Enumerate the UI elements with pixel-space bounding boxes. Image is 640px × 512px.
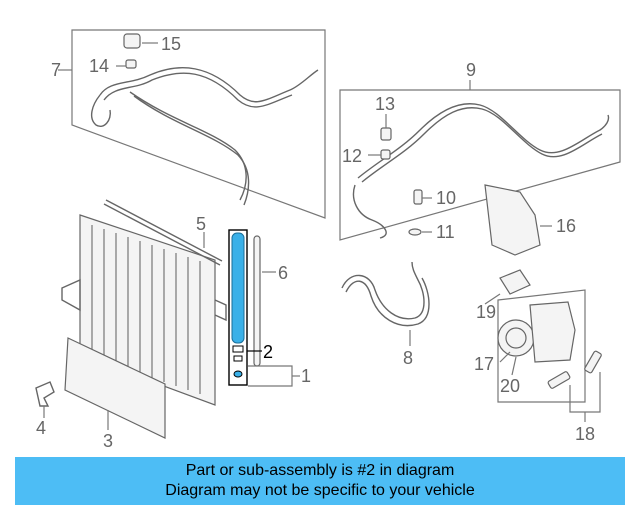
callout-19: 19: [476, 302, 496, 322]
condenser: [61, 214, 227, 406]
shroud-3: [64, 337, 166, 439]
banner-line-2: Diagram may not be specific to your vehi…: [165, 482, 475, 499]
callout-1: 1: [301, 366, 311, 386]
bracket-1: [248, 365, 300, 387]
hose-group-9: [339, 80, 621, 256]
seal-strip-5: [103, 199, 223, 266]
callout-13: 13: [375, 94, 395, 114]
callout-18: 18: [575, 424, 595, 444]
hose-group-7: [58, 29, 326, 219]
callout-4: 4: [36, 418, 46, 438]
info-banner: Part or sub-assembly is #2 in diagram Di…: [15, 457, 625, 505]
callout-3: 3: [103, 431, 113, 451]
callout-6: 6: [278, 263, 288, 283]
callout-11: 11: [436, 222, 455, 242]
callout-7: 7: [51, 60, 61, 80]
callout-12: 12: [342, 146, 362, 166]
callout-9: 9: [466, 60, 476, 80]
callout-15: 15: [161, 34, 181, 54]
hose-8: [341, 261, 430, 346]
callout-14: 14: [89, 56, 109, 76]
callout-5: 5: [196, 214, 206, 234]
receiver-drier-part-2: [228, 229, 262, 386]
callout-10: 10: [436, 188, 456, 208]
banner-line-1: Part or sub-assembly is #2 in diagram: [185, 462, 455, 479]
callout-17: 17: [474, 354, 494, 374]
parts-diagram: 15 14 7 9 13 12 10 11 16: [35, 29, 621, 451]
callout-20: 20: [500, 376, 520, 396]
compressor: [484, 269, 602, 422]
callout-2: 2: [263, 342, 273, 362]
callout-8: 8: [403, 348, 413, 368]
callout-16: 16: [556, 216, 576, 236]
bracket-4: [35, 381, 55, 418]
